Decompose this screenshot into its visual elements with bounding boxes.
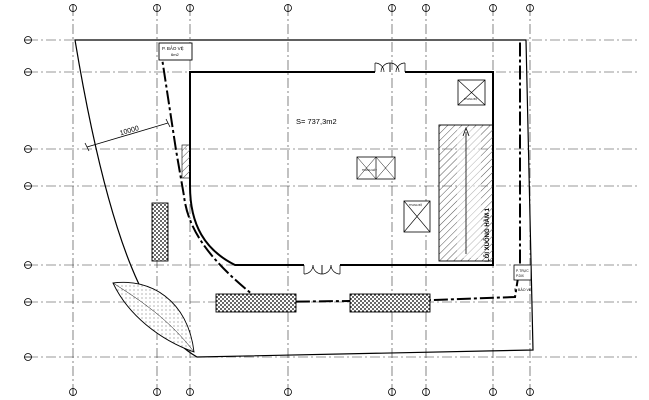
- landscape-area: [112, 281, 195, 353]
- planter-left: [151, 202, 169, 262]
- hatched-wall-strip: [181, 144, 191, 179]
- basement-ramp: LỐI XUỐNG HẦM 1: [438, 124, 494, 262]
- planter-bottom-2: [349, 293, 431, 313]
- guard-booth-top: P. BẢO VỆ 6m2: [158, 42, 193, 61]
- ramp-label: LỐI XUỐNG HẦM 1: [484, 207, 491, 262]
- duty-room-label-1: P. TRỰC: [516, 269, 529, 273]
- door-bottom: [303, 263, 341, 275]
- guard-booth-top-area: 6m2: [171, 52, 180, 57]
- grid-lines: [28, 6, 640, 392]
- duty-room: P. TRỰC P.DIX: [513, 264, 532, 281]
- elevator-core-middle: THANG MÁY: [356, 156, 396, 180]
- dimension-label: 10000: [119, 125, 140, 137]
- grid-bubbles-left: [24, 36, 32, 361]
- grid-bubbles-bottom: [69, 388, 534, 396]
- landscape-divider: [112, 282, 195, 353]
- guard-booth-top-label: P. BẢO VỆ: [162, 44, 184, 51]
- grid-bubbles-top: [69, 4, 534, 12]
- area-label: S= 737,3m2: [296, 117, 337, 126]
- stair-core-low-label: THANG BỘ: [409, 204, 422, 207]
- stair-core-low: THANG BỘ: [403, 200, 431, 233]
- guard-booth-right-label: P. BẢO VỆ: [514, 287, 532, 292]
- duty-room-label-2: P.DIX: [516, 274, 525, 278]
- door-top: [374, 62, 406, 74]
- building-outline: [189, 71, 494, 266]
- stair-core-top-label: THANG BỘ: [464, 98, 477, 101]
- elevator-core-label: THANG MÁY: [362, 169, 377, 172]
- stair-core-top: THANG BỘ: [457, 79, 486, 106]
- planter-bottom-1: [215, 293, 297, 313]
